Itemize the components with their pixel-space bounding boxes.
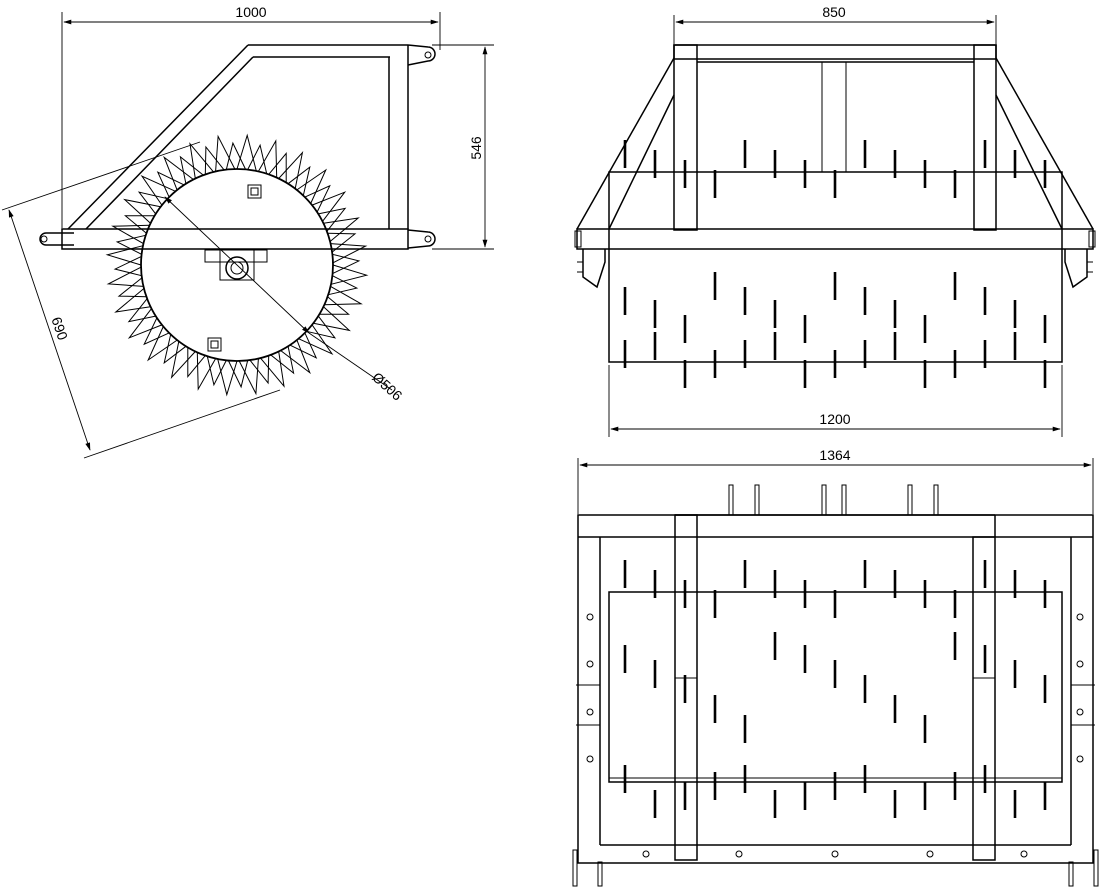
hitch-pins xyxy=(728,484,939,516)
roller-tooth xyxy=(163,334,187,365)
roller-tooth xyxy=(319,296,350,315)
roller-tooth xyxy=(327,232,357,253)
front-top-rail xyxy=(673,44,997,60)
side-frame xyxy=(39,44,436,250)
dimension-diagonal-side: 690 xyxy=(1,141,281,459)
roller-tooth xyxy=(227,360,249,389)
dimension-roller-length: 1200 xyxy=(608,365,1063,437)
roller-tooth xyxy=(270,346,295,375)
roller-tooth xyxy=(143,317,170,346)
side-view: 1000 546 690 Ø506 xyxy=(1,4,494,459)
dimension-label-1200: 1200 xyxy=(819,411,850,427)
front-mount-left xyxy=(577,249,606,289)
roller-tooth xyxy=(287,165,311,196)
roller-tooth xyxy=(217,358,238,397)
dimension-label-1000: 1000 xyxy=(235,4,266,20)
roller-tooth xyxy=(318,207,347,232)
dimension-label-690: 690 xyxy=(48,315,71,342)
roller-tooth xyxy=(156,171,185,198)
roller-tooth xyxy=(236,133,257,172)
mounting-holes xyxy=(586,613,1084,858)
roller-tooth xyxy=(187,347,206,378)
roller-tooth xyxy=(113,255,142,277)
frame-feet xyxy=(572,849,1099,887)
roller-tooth xyxy=(289,332,318,359)
roller-tooth xyxy=(268,152,287,183)
dimension-label-850: 850 xyxy=(822,4,846,20)
dimension-overall-width: 1364 xyxy=(577,447,1094,514)
roller-tooth xyxy=(332,253,361,275)
roller-tooth xyxy=(330,243,368,264)
front-mount-right xyxy=(1064,249,1093,289)
roller-tooth xyxy=(106,266,144,287)
dimension-label-546: 546 xyxy=(468,136,484,160)
front-post-left xyxy=(673,44,698,231)
dimension-height-side: 546 xyxy=(432,44,494,250)
front-cross-beam xyxy=(576,228,1094,250)
top-view: 1364 xyxy=(572,447,1099,887)
roller-tooth xyxy=(124,215,155,234)
dimension-label-diameter: Ø506 xyxy=(369,369,405,404)
roller-tooth xyxy=(115,234,146,255)
roller-tooth xyxy=(225,141,247,170)
roller-spikes-front xyxy=(623,140,1047,388)
spiked-roller-teeth xyxy=(105,133,369,397)
front-post-right xyxy=(973,44,997,231)
roller-tooth xyxy=(179,155,204,184)
roller-body-front xyxy=(608,171,1063,363)
roller-tooth xyxy=(215,134,236,172)
front-view: 850 1200 xyxy=(574,4,1096,437)
top-beam-right xyxy=(972,536,996,861)
roller-tooth xyxy=(328,275,359,296)
roller-tooth xyxy=(137,191,168,215)
roller-tooth xyxy=(204,145,225,175)
dimension-frame-width: 850 xyxy=(673,4,997,44)
roller-spikes-top xyxy=(623,560,1047,818)
roller-tooth xyxy=(330,264,369,285)
drum-bolt xyxy=(207,337,222,352)
roller-tooth xyxy=(117,277,147,298)
roller-tooth xyxy=(304,184,331,213)
dimension-width-side: 1000 xyxy=(61,4,441,228)
roller-tooth xyxy=(127,298,156,323)
dimension-label-1364: 1364 xyxy=(819,447,850,463)
roller-tooth xyxy=(247,143,268,174)
roller-tooth xyxy=(206,356,227,387)
roller-tooth xyxy=(238,358,259,396)
roller-tooth xyxy=(249,355,270,385)
roller-tooth xyxy=(306,315,337,339)
